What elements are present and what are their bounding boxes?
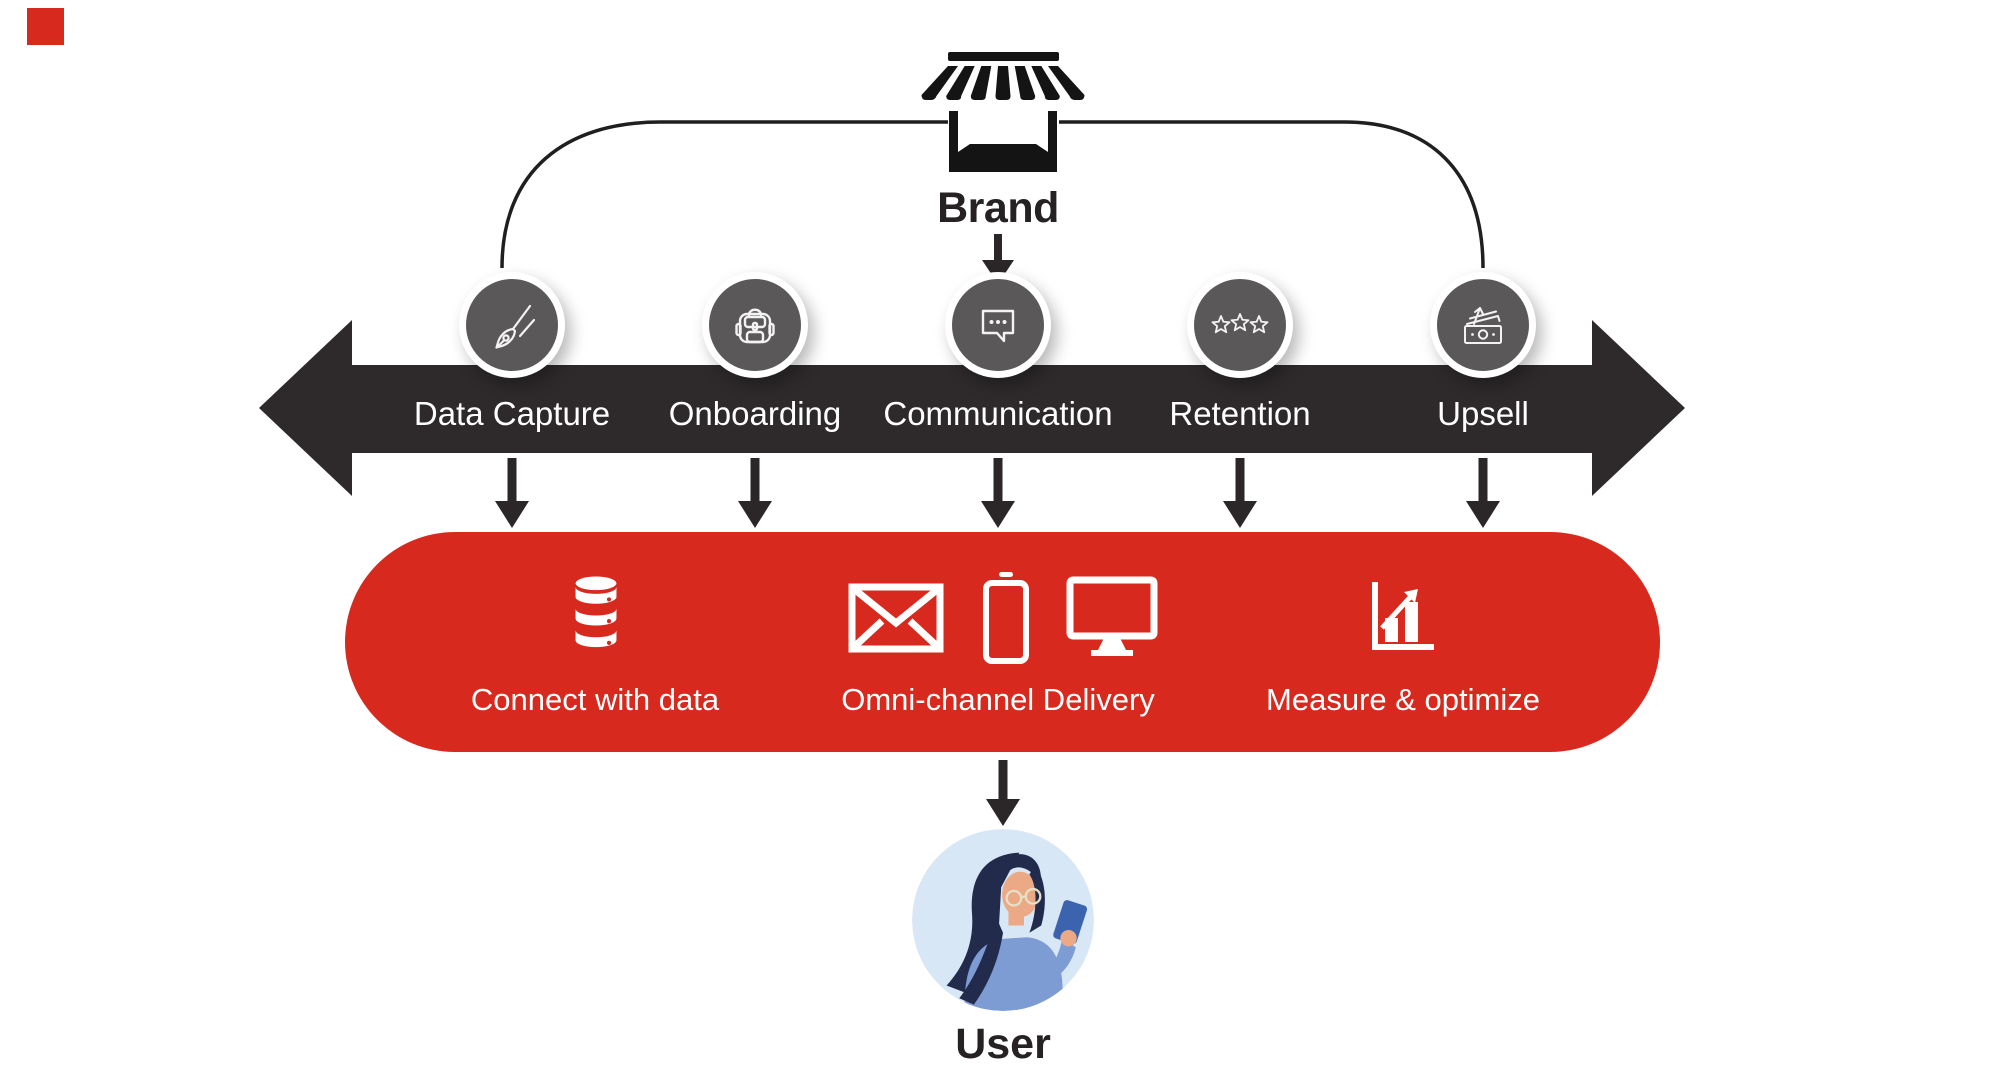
database-icon	[575, 576, 617, 648]
platform-label-measure-optimize: Measure & optimize	[1266, 682, 1540, 717]
stage-label-onboarding: Onboarding	[668, 395, 842, 432]
brand-title: Brand	[937, 184, 1059, 232]
hand	[1060, 930, 1077, 947]
three-stars-icon	[1211, 313, 1269, 334]
stage-circle-upsell	[1430, 272, 1536, 378]
platform-box	[345, 532, 1660, 752]
chat-bubble-icon	[981, 309, 1015, 343]
down-arrow-upsell	[1466, 458, 1500, 528]
stage-circle-communication	[945, 272, 1051, 378]
down-arrow-retention	[1223, 458, 1257, 528]
user-title: User	[955, 1020, 1051, 1068]
hair-top	[999, 854, 1042, 888]
stage-circle-data-capture	[459, 272, 565, 378]
down-arrow-onboarding	[738, 458, 772, 528]
stage-label-retention: Retention	[1169, 395, 1311, 432]
backpack-icon	[735, 308, 775, 344]
storefront-icon	[921, 52, 1085, 172]
stage-label-upsell: Upsell	[1437, 395, 1529, 432]
phone	[1053, 900, 1088, 944]
stage-label-data-capture: Data Capture	[413, 395, 611, 432]
pen-nib-icon	[495, 304, 536, 349]
down-arrow-data-capture	[495, 458, 529, 528]
user-avatar	[912, 829, 1094, 1011]
money-growth-icon	[1464, 307, 1502, 344]
stage-circle-retention	[1187, 272, 1293, 378]
arm	[1046, 938, 1076, 980]
down-arrow-communication	[981, 458, 1015, 528]
hair-back	[946, 852, 1020, 1001]
hair-strand	[959, 918, 1003, 1005]
stage-label-communication: Communication	[883, 395, 1113, 432]
bar-chart-icon	[1372, 582, 1434, 650]
smartphone-icon	[983, 572, 1029, 664]
down-arrow-user	[986, 760, 1020, 826]
band-right-arrowhead	[1592, 320, 1685, 496]
hair-side	[1029, 865, 1045, 933]
glasses-lens	[1005, 889, 1023, 907]
journey-band	[352, 365, 1592, 453]
platform-label-connect-with-data: Connect with data	[470, 682, 720, 717]
monitor-icon	[1066, 576, 1158, 656]
stage-circle-onboarding	[702, 272, 808, 378]
red-square-mark	[27, 8, 64, 45]
platform-label-omni-channel-delivery: Omni-channel Delivery	[841, 682, 1155, 717]
band-left-arrowhead	[259, 320, 352, 496]
envelope-icon	[848, 583, 944, 653]
